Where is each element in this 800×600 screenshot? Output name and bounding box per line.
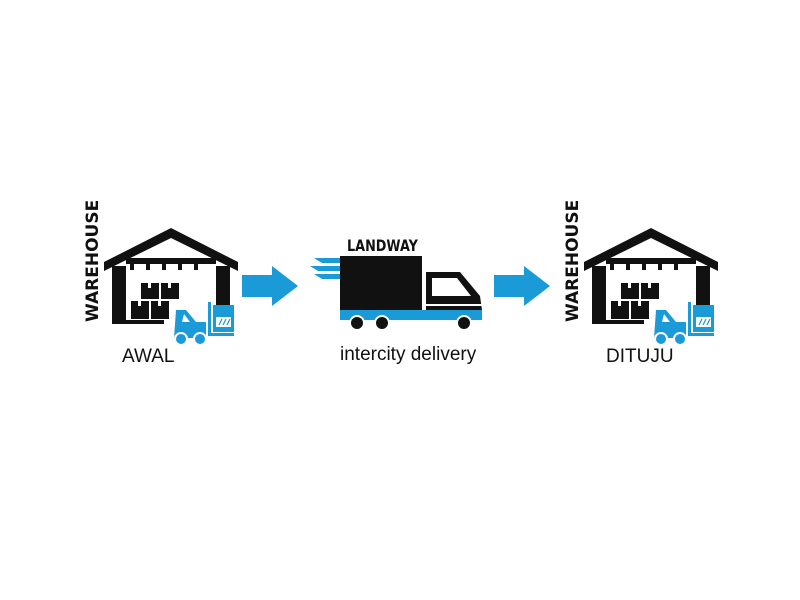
truck-brand-label: LANDWAY bbox=[347, 236, 418, 255]
transport-caption: intercity delivery bbox=[340, 344, 477, 365]
destination-caption: DITUJU bbox=[606, 346, 674, 367]
origin-caption: AWAL bbox=[122, 346, 175, 367]
